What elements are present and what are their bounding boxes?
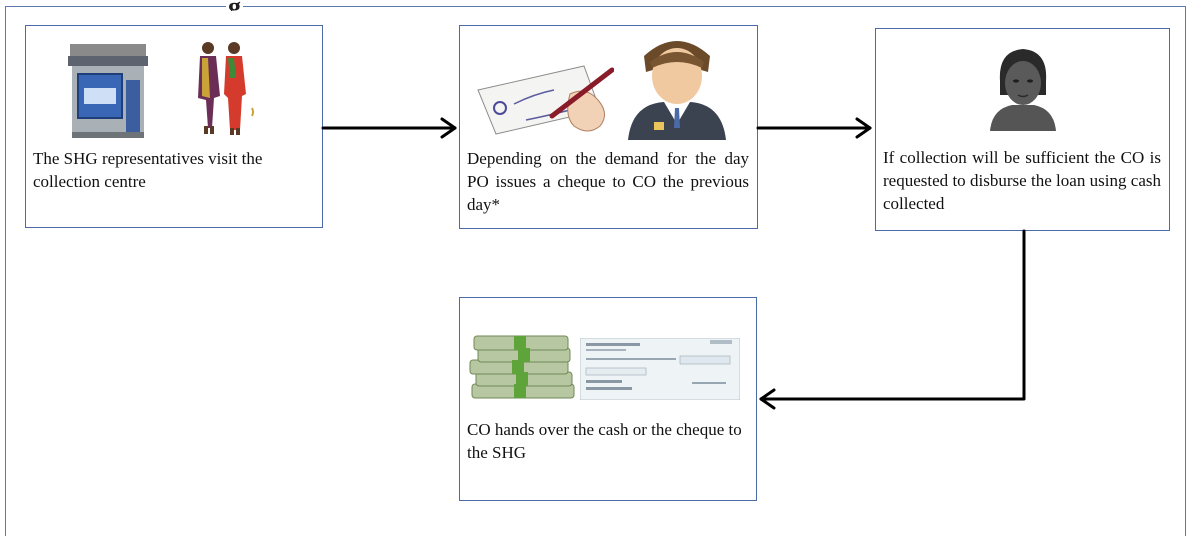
cheque-icon xyxy=(580,338,740,400)
cheque-writing-icon xyxy=(477,65,614,135)
step-visit-box: The SHG representatives visit the collec… xyxy=(25,25,323,228)
arrow-disburse-to-handover xyxy=(759,229,1026,401)
women-icon xyxy=(198,42,254,135)
officer-icon xyxy=(628,41,726,140)
step-cheque-box: Depending on the demand for the day PO i… xyxy=(459,25,758,229)
step-disburse-box: If collection will be sufficient the CO … xyxy=(875,28,1170,231)
step-handover-text: CO hands over the cash or the cheque to … xyxy=(467,420,742,462)
step-disburse-text: If collection will be sufficient the CO … xyxy=(883,148,1161,213)
diagram-frame: g xyxy=(5,0,1186,536)
cash-stack-icon xyxy=(469,335,575,399)
step-visit-text: The SHG representatives visit the collec… xyxy=(33,149,263,191)
step-cheque-text: Depending on the demand for the day PO i… xyxy=(467,149,749,214)
step-handover-box: CO hands over the cash or the cheque to … xyxy=(459,297,757,501)
title-fragment: g xyxy=(226,0,243,11)
shop-icon xyxy=(68,44,148,138)
woman-avatar-icon xyxy=(990,49,1056,131)
